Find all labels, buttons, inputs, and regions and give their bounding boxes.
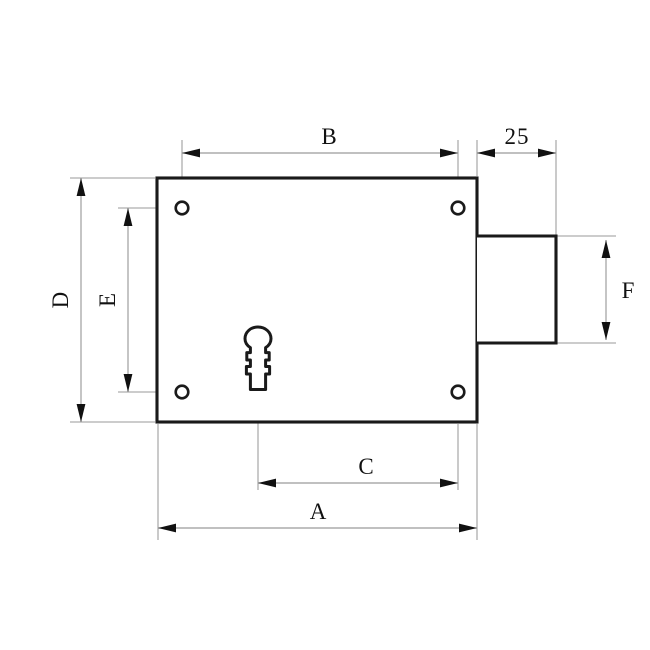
dim-label-d: D <box>48 292 73 309</box>
part-geometry <box>155 176 558 424</box>
dim-label-e: E <box>95 293 120 307</box>
dimension-b: B <box>182 124 458 158</box>
arrow-e-top <box>123 208 133 226</box>
arrow-a-left <box>158 523 176 533</box>
arrow-b-right <box>440 148 458 158</box>
dimension-c: C <box>258 454 458 488</box>
arrow-a-right <box>459 523 477 533</box>
bolt-keeper-block <box>477 234 558 345</box>
arrow-e-bottom <box>123 374 133 392</box>
arrow-25-right <box>538 148 556 158</box>
arrow-d-top <box>76 178 86 196</box>
arrow-f-top <box>601 240 611 258</box>
dimension-d: D <box>48 178 86 422</box>
dim-label-f: F <box>622 278 635 303</box>
arrow-c-right <box>440 478 458 488</box>
keyhole-cutout <box>243 325 273 391</box>
dimension-25: 25 <box>477 124 556 158</box>
arrow-c-left <box>258 478 276 488</box>
screw-hole-top-left <box>174 200 190 216</box>
dimension-f: F <box>601 240 635 340</box>
dim-label-c: C <box>358 454 373 479</box>
dimension-e: E <box>95 208 133 392</box>
arrow-b-left <box>182 148 200 158</box>
arrow-25-left <box>477 148 495 158</box>
screw-hole-bottom-right <box>450 384 466 400</box>
dim-label-b: B <box>321 124 336 149</box>
arrow-f-bottom <box>601 322 611 340</box>
screw-hole-bottom-left <box>174 384 190 400</box>
lock-case-body <box>155 176 479 424</box>
dimension-a: A <box>158 499 477 533</box>
dim-label-25: 25 <box>505 124 530 149</box>
screw-hole-top-right <box>450 200 466 216</box>
dim-label-a: A <box>310 499 327 524</box>
arrow-d-bottom <box>76 404 86 422</box>
